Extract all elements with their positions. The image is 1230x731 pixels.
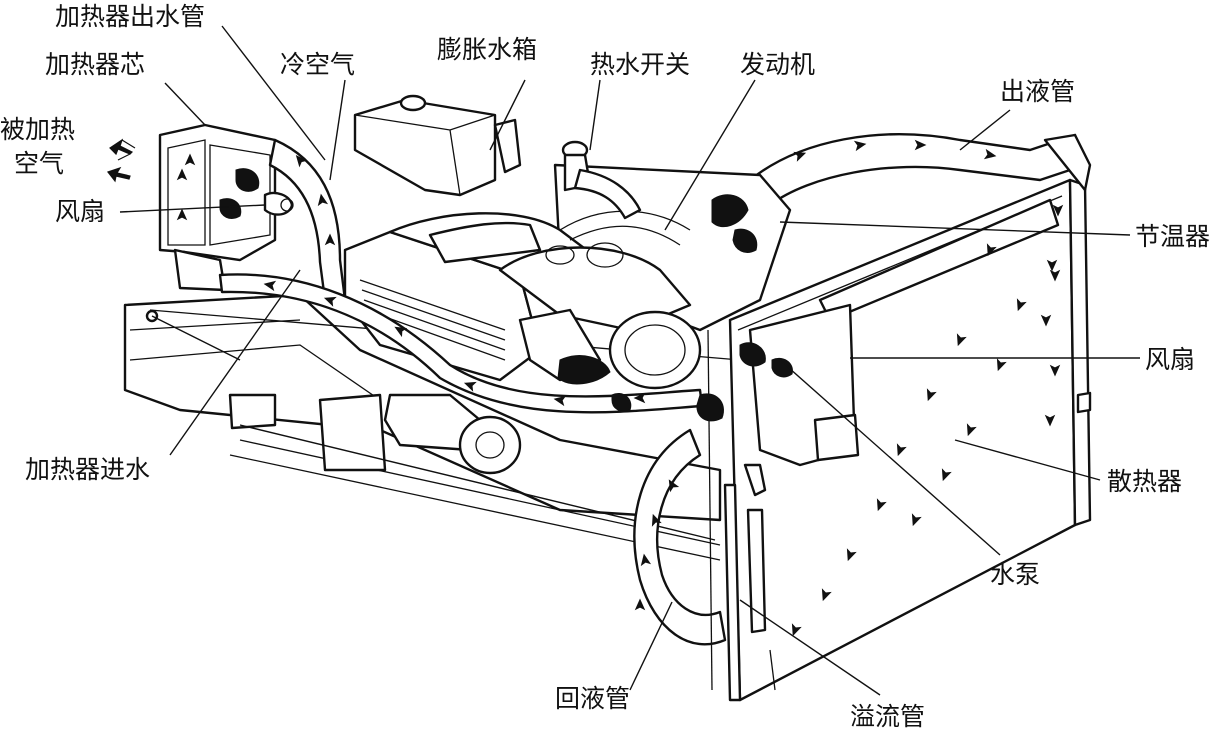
flow-arrow-icon	[176, 168, 188, 181]
label-cold-air: 冷空气	[280, 50, 355, 79]
flow-arrow-icon	[317, 193, 329, 207]
flow-arrow-icon	[640, 553, 652, 567]
overflow-pipe	[707, 329, 767, 691]
radiator-arrow-icon	[996, 358, 1007, 372]
label-fan-right: 风扇	[1145, 345, 1195, 374]
label-water-pump: 水泵	[990, 560, 1040, 589]
radiator-arrow-icon	[791, 623, 802, 637]
label-expansion-tank: 膨胀水箱	[437, 35, 537, 64]
radiator-arrow-icon	[966, 423, 977, 437]
radiator-arrow-icon	[821, 588, 832, 602]
radiator-arrow-icon	[1040, 314, 1052, 327]
heater-outlet-pipe	[268, 138, 347, 302]
label-heated-air-line1: 被加热	[0, 115, 75, 144]
flow-arrow-icon	[914, 139, 927, 151]
pipe-flow-arrows	[176, 139, 997, 611]
flow-arrow-icon	[176, 208, 188, 221]
radiator-arrow-icon	[1016, 298, 1027, 312]
radiator-arrow-icon	[846, 548, 857, 562]
radiator-arrow-icon	[1049, 364, 1061, 377]
flow-arrow-icon	[263, 280, 277, 292]
flow-arrow-icon	[853, 140, 867, 152]
radiator-arrow-icon	[926, 388, 937, 402]
radiator	[723, 178, 1092, 702]
radiator-flow-arrows	[791, 204, 1064, 637]
radiator-arrow-icon	[1046, 259, 1058, 272]
label-outlet-pipe: 出液管	[1000, 77, 1075, 106]
radiator-arrow-icon	[986, 243, 997, 257]
label-heater-outlet-pipe: 加热器出水管	[55, 2, 205, 31]
label-radiator: 散热器	[1107, 467, 1182, 496]
flow-arrow-icon	[983, 148, 997, 160]
label-hot-water-switch: 热水开关	[590, 50, 690, 79]
radiator-arrow-icon	[941, 468, 952, 482]
flow-arrow-icon	[463, 381, 477, 392]
label-heated-air-line2: 空气	[14, 149, 64, 178]
flow-arrow-icon	[668, 479, 680, 493]
leader-lines	[119, 25, 1140, 696]
flow-arrow-icon	[633, 392, 646, 404]
flow-arrow-icon	[295, 155, 308, 168]
flow-arrow-icon	[634, 598, 646, 611]
engine-detail-shading	[219, 168, 793, 422]
radiator-arrow-icon	[1052, 204, 1064, 217]
label-heater-core: 加热器芯	[45, 50, 145, 79]
radiator-arrow-icon	[1044, 414, 1056, 427]
flow-arrow-icon	[184, 153, 196, 166]
flow-arrow-icon	[324, 233, 336, 246]
air-flow-arrows	[107, 138, 136, 183]
radiator-arrow-icon	[896, 443, 907, 457]
flow-arrow-icon	[651, 513, 662, 527]
label-overflow-pipe: 溢流管	[850, 702, 925, 731]
flow-arrow-icon	[323, 296, 337, 307]
label-engine: 发动机	[740, 50, 815, 79]
expansion-tank	[353, 94, 522, 197]
label-return-pipe: 回液管	[555, 684, 630, 713]
flow-arrow-icon	[553, 395, 567, 407]
label-thermostat: 节温器	[1135, 222, 1210, 251]
radiator-arrow-icon	[911, 513, 922, 527]
flow-arrow-icon	[394, 326, 408, 338]
radiator-arrow-icon	[956, 333, 967, 347]
label-fan-left: 风扇	[55, 197, 105, 226]
label-heater-inlet: 加热器进水	[25, 455, 150, 484]
radiator-fan-shroud	[748, 303, 860, 467]
radiator-arrow-icon	[876, 498, 887, 512]
hot-water-switch-valve	[561, 140, 642, 220]
flow-arrow-icon	[793, 151, 807, 162]
radiator-arrow-icon	[1049, 269, 1061, 282]
